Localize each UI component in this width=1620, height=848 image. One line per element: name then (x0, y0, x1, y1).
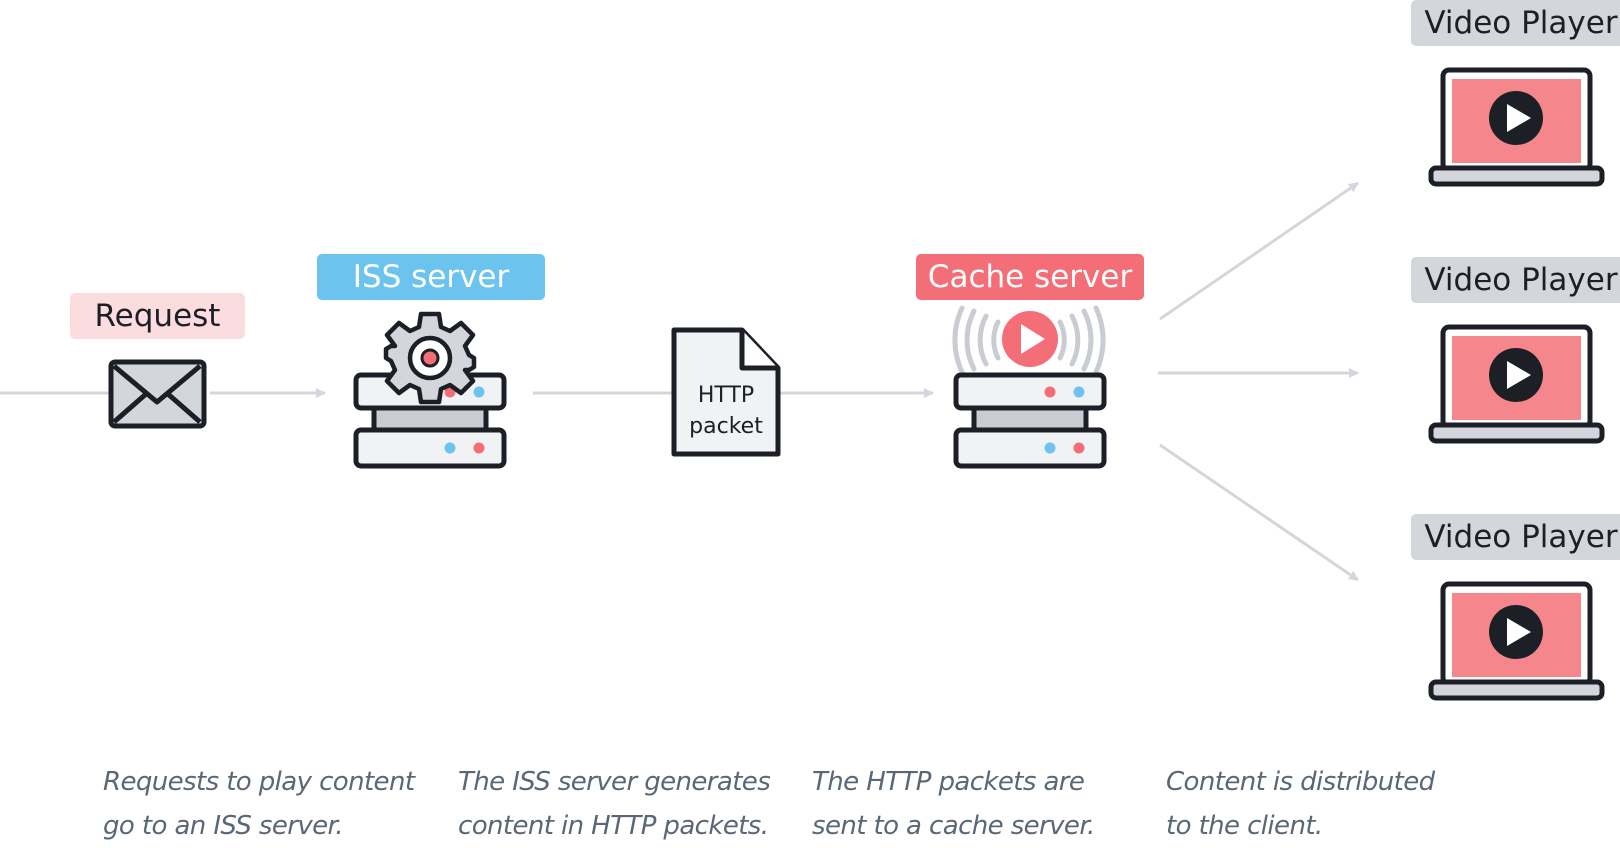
envelope-icon (108, 359, 207, 429)
caption-line: to the client. (1166, 811, 1323, 841)
iss-server-icon (353, 311, 507, 469)
request-label: Request (70, 293, 245, 339)
caption-line: sent to a cache server. (812, 811, 1095, 841)
caption-line: go to an ISS server. (103, 811, 344, 841)
packet-label-line1: HTTP (698, 383, 754, 408)
video-player-label: Video Player (1411, 514, 1620, 560)
document-icon: HTTP packet (671, 327, 781, 457)
arrows (0, 181, 1359, 582)
iss-server-label: ISS server (317, 254, 545, 300)
laptop-icon (1428, 67, 1605, 187)
server-icon (953, 372, 1107, 469)
cache-server-label: Cache server (916, 254, 1144, 300)
laptop-icon (1428, 324, 1605, 444)
video-player-label: Video Player (1411, 257, 1620, 303)
arrow-cache-to-player-1 (1159, 181, 1359, 321)
arrow-cache-to-player-3 (1159, 443, 1359, 582)
video-player-label: Video Player (1411, 0, 1620, 46)
caption-request: Requests to play content go to an ISS se… (103, 760, 433, 848)
caption-line: The ISS server generates (458, 767, 771, 797)
packet-label-line2: packet (689, 414, 763, 439)
caption-iss-server: The ISS server generates content in HTTP… (458, 760, 788, 848)
caption-line: Requests to play content (103, 767, 415, 797)
caption-packets: The HTTP packets are sent to a cache ser… (812, 760, 1142, 848)
play-icon (1002, 311, 1058, 367)
laptop-icon (1428, 581, 1605, 701)
caption-line: Content is distributed (1166, 767, 1435, 797)
gear-icon (383, 311, 477, 405)
cache-server-icon (952, 305, 1107, 469)
broadcast-icon (952, 305, 1106, 375)
caption-line: content in HTTP packets. (458, 811, 769, 841)
caption-distribution: Content is distributed to the client. (1166, 760, 1496, 848)
caption-line: The HTTP packets are (812, 767, 1085, 797)
